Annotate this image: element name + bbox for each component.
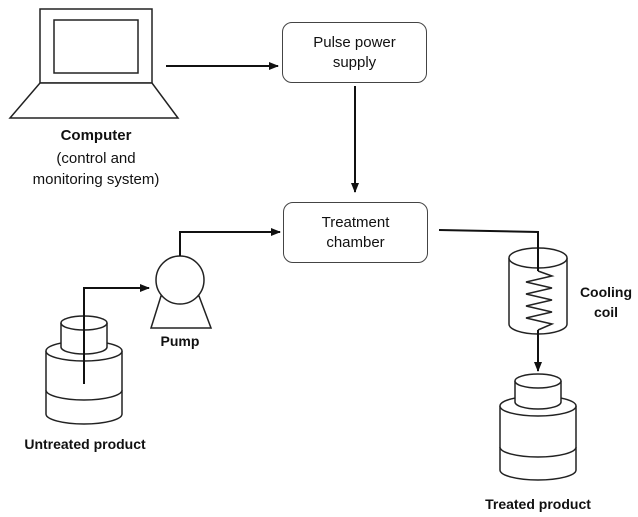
treated-product-label: Treated product [485,496,591,512]
pump-label: Pump [160,333,200,349]
pulse-power-supply-label-line1: Pulse power [313,34,396,51]
treatment-chamber-box: Treatment chamber [283,202,428,263]
pump-icon [149,255,213,329]
pulse-power-supply-box: Pulse power supply [282,22,427,83]
arrow-tank-to-pump [83,284,150,384]
arrow-pump-to-chamber [179,228,281,256]
cooling-coil-label-line1: Cooling [579,284,633,300]
line-chamber-to-coil [438,229,539,271]
pulse-power-supply-label-line2: supply [332,53,377,71]
untreated-product-tank-icon [45,315,123,425]
laptop-icon [8,8,180,119]
computer-subtitle-line2: monitoring system) [32,171,160,188]
cooling-coil-label-line2: coil [593,304,619,320]
untreated-product-label: Untreated product [24,436,146,452]
computer-subtitle-line1: (control and [56,150,136,167]
treated-product-tank-icon [499,373,577,481]
treatment-chamber-label-line1: Treatment [321,214,390,231]
computer-title: Computer [60,127,132,144]
coil-spiral [525,270,555,331]
treatment-chamber-label-line2: chamber [326,233,385,251]
